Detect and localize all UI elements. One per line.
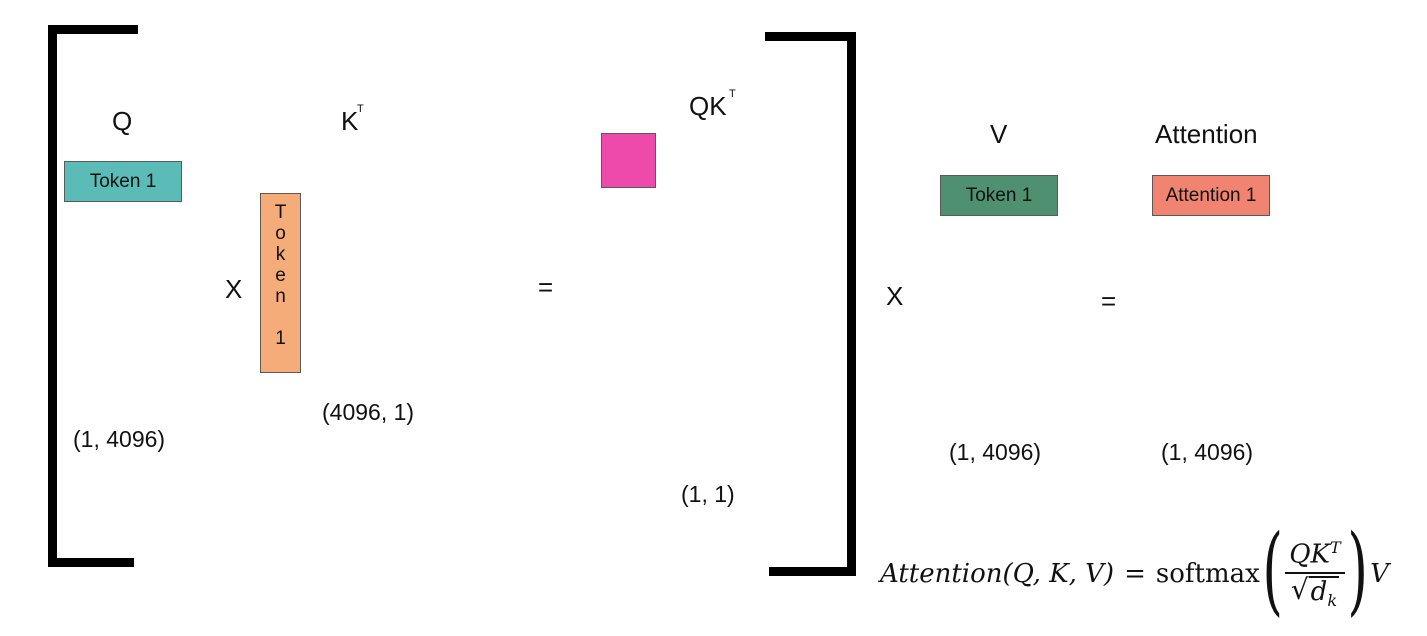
q-token-box: Token 1 <box>64 161 182 202</box>
v-token-box: Token 1 <box>940 175 1058 216</box>
left-bracket-top <box>48 25 138 34</box>
right-bracket-bottom <box>769 567 856 576</box>
equals-sign-2: = <box>1101 286 1117 316</box>
formula-left-paren: ( <box>1262 514 1283 626</box>
multiply-sign-1: X <box>225 274 243 304</box>
formula-numerator: QKT <box>1285 538 1345 574</box>
formula-denominator: √ dk <box>1290 572 1340 611</box>
equals-sign-1: = <box>538 272 554 302</box>
q-token-label: Token 1 <box>89 170 157 192</box>
attention-formula: Attention(Q, K, V) = softmax ( QKT √ dk … <box>880 514 1389 626</box>
right-bracket-vertical <box>847 32 856 576</box>
formula-lhs: Attention(Q, K, V) <box>880 559 1115 589</box>
kt-label: K <box>341 106 359 136</box>
formula-tail: V <box>1370 559 1389 589</box>
kt-token-vertical-label: T o k e n 1 <box>274 202 287 349</box>
right-bracket-top <box>765 32 856 41</box>
qkt-result-box <box>601 133 656 188</box>
attention-label: Attention <box>1155 119 1258 149</box>
sqrt-symbol: √ <box>1290 572 1309 606</box>
q-dims: (1, 4096) <box>73 426 166 452</box>
qkt-dims: (1, 1) <box>681 481 735 507</box>
formula-sqrt: √ dk <box>1290 572 1340 611</box>
attention-token-box: Attention 1 <box>1152 175 1270 216</box>
multiply-sign-2: X <box>886 281 904 311</box>
formula-right-paren: ) <box>1347 514 1368 626</box>
q-label: Q <box>112 106 133 136</box>
formula-softmax: softmax <box>1155 559 1260 589</box>
kt-token-box: T o k e n 1 <box>260 193 301 373</box>
left-bracket-bottom <box>48 558 134 567</box>
kt-superscript: T <box>357 103 364 115</box>
v-token-label: Token 1 <box>965 184 1033 206</box>
qkt-superscript: T <box>729 88 736 100</box>
attention-dims: (1, 4096) <box>1161 439 1254 465</box>
attention-token-label: Attention 1 <box>1165 184 1257 206</box>
kt-dims: (4096, 1) <box>322 399 415 425</box>
formula-fraction: QKT √ dk <box>1285 538 1345 611</box>
formula-equals: = <box>1124 559 1146 589</box>
v-label: V <box>990 119 1008 149</box>
qkt-label: QK <box>689 91 727 121</box>
left-bracket-vertical <box>48 25 57 567</box>
v-dims: (1, 4096) <box>949 439 1042 465</box>
